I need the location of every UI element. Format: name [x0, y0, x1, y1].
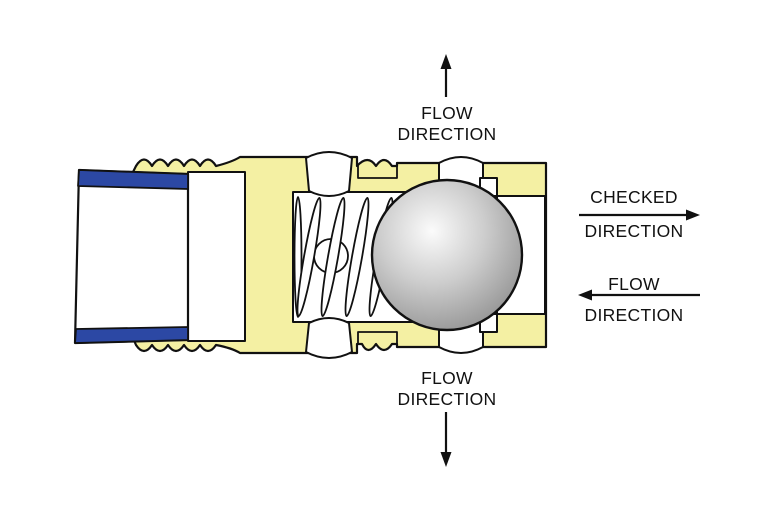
label-flow-bottom-2: DIRECTION — [398, 389, 497, 409]
label-flow-top-1: FLOW — [421, 103, 473, 123]
pipe-band-top — [77, 169, 189, 190]
pipe-band-bottom — [74, 326, 189, 344]
insert-step-top — [357, 165, 398, 179]
label-flow-reverse-1: FLOW — [608, 274, 660, 294]
label-flow-top-2: DIRECTION — [398, 124, 497, 144]
inlet-bore — [187, 171, 246, 342]
arrow-up-head-icon — [440, 54, 452, 69]
label-flow-bottom-1: FLOW — [421, 368, 473, 388]
arrow-down-head-icon — [440, 452, 452, 467]
arrow-left-head-icon — [578, 289, 592, 301]
port-bottom-left — [305, 317, 353, 359]
labels: FLOW DIRECTION CHECKED DIRECTION FLOW DI… — [398, 103, 684, 409]
arrow-right-head-icon — [686, 209, 700, 221]
pipe — [73, 168, 190, 345]
ball — [370, 178, 524, 332]
label-flow-reverse-2: DIRECTION — [585, 305, 684, 325]
port-top-left — [305, 151, 353, 197]
label-checked-2: DIRECTION — [585, 221, 684, 241]
label-checked-1: CHECKED — [590, 187, 678, 207]
insert-step-bottom — [357, 331, 398, 345]
